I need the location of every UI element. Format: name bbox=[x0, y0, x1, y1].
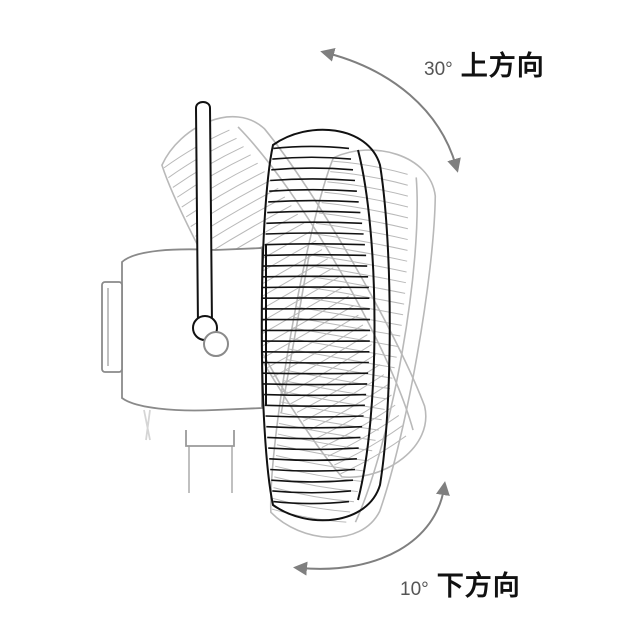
fan-guard-rib bbox=[270, 470, 355, 472]
upward-tilt-label: 30° 上方向 bbox=[424, 44, 545, 83]
fan-guard-rim bbox=[358, 150, 375, 500]
fan-stand bbox=[144, 410, 234, 493]
fan-guard-rib bbox=[265, 405, 365, 406]
fan-guard-rib bbox=[266, 416, 364, 417]
upward-tilt-angle: 30° bbox=[424, 59, 453, 81]
motor-housing bbox=[102, 248, 262, 411]
fan-guard-rib bbox=[264, 395, 366, 396]
ghost-down-guard-rib bbox=[282, 391, 384, 410]
fan-guard-rib bbox=[267, 437, 360, 438]
fan-guard-rib bbox=[264, 265, 368, 266]
fan-guard-rib bbox=[263, 276, 368, 277]
fan-guard-rib bbox=[273, 146, 349, 148]
fan-guard-rib bbox=[267, 211, 360, 212]
ghost-down-guard-rib bbox=[330, 170, 408, 185]
fan-guard-rib bbox=[273, 502, 349, 504]
downward-tilt-direction: 下方向 bbox=[437, 564, 521, 603]
fan-guard-rib bbox=[264, 384, 368, 385]
fan-guard-rib bbox=[271, 480, 353, 482]
ghost-down-guard-rib bbox=[316, 222, 408, 239]
upward-tilt-direction: 上方向 bbox=[461, 44, 545, 83]
ghost-down-guard-rib bbox=[333, 159, 408, 174]
fan-guard-rib bbox=[263, 373, 368, 374]
fan-guard-rib bbox=[271, 168, 353, 170]
ghost-up-guard-rib bbox=[181, 162, 258, 207]
fan-guard-rib bbox=[269, 190, 357, 192]
fan-guard-rib bbox=[268, 448, 359, 449]
fan-guard-rib bbox=[270, 179, 355, 181]
fan-guard-rib bbox=[269, 459, 357, 461]
ghost-up-guard-rib bbox=[176, 153, 250, 197]
fan-guard-rib bbox=[268, 201, 359, 202]
downward-tilt-angle: 10° bbox=[400, 579, 429, 601]
ghost-down-guard-rib bbox=[311, 243, 408, 261]
ghost-up-guard-rib bbox=[199, 196, 284, 246]
downward-tilt-label: 10° 下方向 bbox=[400, 564, 521, 603]
ghost-up-guard-rib bbox=[328, 415, 400, 457]
fan-guard-rib bbox=[264, 255, 366, 256]
fan-guard-rib bbox=[272, 491, 351, 493]
fan-guard-rib bbox=[272, 157, 351, 159]
fan-guard-rib bbox=[266, 427, 362, 428]
fan-guard-rib bbox=[265, 244, 365, 245]
